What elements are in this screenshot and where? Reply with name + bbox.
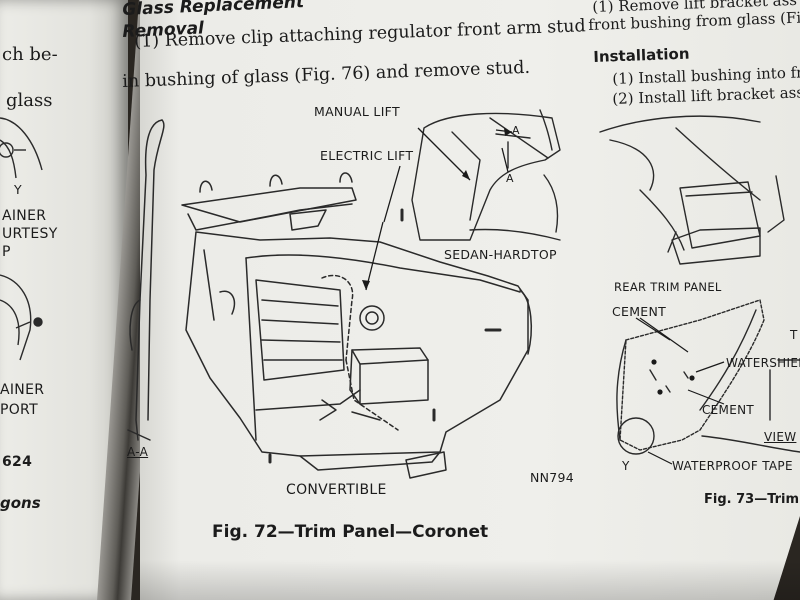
left-fragment-7: AINER [0,382,45,398]
callout-waterproof-tape: WATERPROOF TAPE [672,459,793,473]
callout-section-aa: A-A [127,445,149,459]
drawing-number: NN794 [530,470,575,485]
callout-section-mark-1: A [512,124,520,137]
page-shadow [140,560,800,600]
left-fragment-6: P [2,244,11,260]
figure-72-caption: Fig. 72—Trim Panel—Coronet [212,522,489,542]
main-page [140,0,800,600]
callout-view: VIEW [764,430,797,444]
left-fragment-9: 624 [2,454,33,470]
callout-sedan-hardtop: SEDAN-HARDTOP [444,247,557,262]
callout-convertible: CONVERTIBLE [286,482,387,498]
left-fragment-4: AINER [2,208,47,224]
left-fragment-3: Y [14,182,22,197]
callout-cement-top: CEMENT [612,304,667,319]
callout-cement-bottom: CEMENT [702,403,755,417]
callout-y-mark: Y [622,459,630,473]
left-fragment-5: URTESY [2,226,58,242]
figure-73-caption: Fig. 73—Trim [704,492,800,507]
left-fragment-2: glass [6,90,53,111]
left-fragment-8: PORT [0,402,38,418]
callout-section-mark-2: A [506,172,514,185]
callout-electric-lift: ELECTRIC LIFT [320,148,414,163]
callout-watershield: WATERSHIELD [726,356,800,370]
callout-manual-lift: MANUAL LIFT [314,104,400,119]
left-fragment-1: ch be- [2,44,58,65]
left-page-diagram-fragment [0,117,43,361]
callout-t-mark: T [790,328,798,342]
callout-rear-trim-panel: REAR TRIM PANEL [614,280,722,294]
left-fragment-10: gons [0,494,41,512]
